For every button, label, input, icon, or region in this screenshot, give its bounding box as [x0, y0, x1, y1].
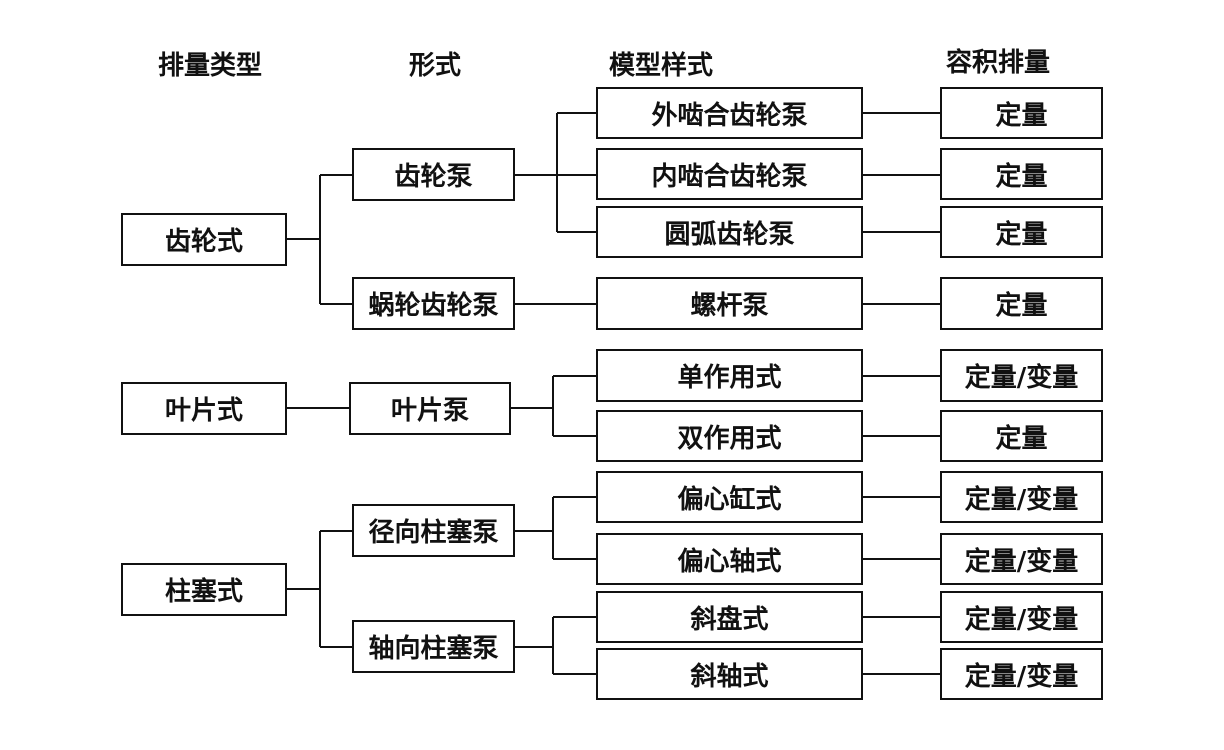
- header-volumetric-displacement: 容积排量: [946, 48, 1051, 78]
- displacement-eccentric-shaft: 定量/变量: [940, 533, 1103, 585]
- displacement-double-acting: 定量: [940, 410, 1103, 462]
- connector-models-displacement-piston: [862, 496, 940, 675]
- connector-models-displacement-gear: [862, 112, 940, 305]
- connector-gear-pump: [514, 112, 596, 233]
- displacement-swash-plate: 定量/变量: [940, 591, 1103, 643]
- header-model-style: 模型样式: [609, 51, 714, 81]
- header-displacement-type: 排量类型: [158, 51, 263, 81]
- type-gear: 齿轮式: [121, 213, 287, 266]
- form-radial-piston-pump: 径向柱塞泵: [352, 504, 515, 557]
- displacement-eccentric-cylinder: 定量/变量: [940, 471, 1103, 523]
- form-vane-pump: 叶片泵: [349, 382, 511, 435]
- model-bent-axis: 斜轴式: [596, 648, 863, 700]
- model-external-gear-pump: 外啮合齿轮泵: [596, 87, 863, 139]
- type-piston: 柱塞式: [121, 563, 287, 616]
- form-worm-gear-pump: 蜗轮齿轮泵: [352, 277, 515, 330]
- connector-gear-type: [286, 174, 352, 305]
- model-single-acting: 单作用式: [596, 349, 863, 402]
- displacement-internal-gear: 定量: [940, 148, 1103, 200]
- type-vane: 叶片式: [121, 382, 287, 435]
- displacement-bent-axis: 定量/变量: [940, 648, 1103, 700]
- connector-vane-pump: [510, 375, 596, 437]
- model-arc-gear-pump: 圆弧齿轮泵: [596, 206, 863, 258]
- form-gear-pump: 齿轮泵: [352, 148, 515, 201]
- header-form: 形式: [409, 51, 462, 81]
- displacement-external-gear: 定量: [940, 87, 1103, 139]
- connector-piston-type: [286, 530, 352, 648]
- form-axial-piston-pump: 轴向柱塞泵: [352, 620, 515, 673]
- displacement-screw: 定量: [940, 277, 1103, 330]
- displacement-single-acting: 定量/变量: [940, 349, 1103, 402]
- connector-models-displacement-vane: [862, 375, 940, 437]
- connector-radial-piston-pump: [514, 496, 596, 560]
- model-eccentric-shaft: 偏心轴式: [596, 533, 863, 585]
- model-double-acting: 双作用式: [596, 410, 863, 462]
- model-screw-pump: 螺杆泵: [596, 277, 863, 330]
- displacement-arc-gear: 定量: [940, 206, 1103, 258]
- model-swash-plate: 斜盘式: [596, 591, 863, 643]
- model-eccentric-cylinder: 偏心缸式: [596, 471, 863, 523]
- connector-axial-piston-pump: [514, 616, 596, 675]
- model-internal-gear-pump: 内啮合齿轮泵: [596, 148, 863, 200]
